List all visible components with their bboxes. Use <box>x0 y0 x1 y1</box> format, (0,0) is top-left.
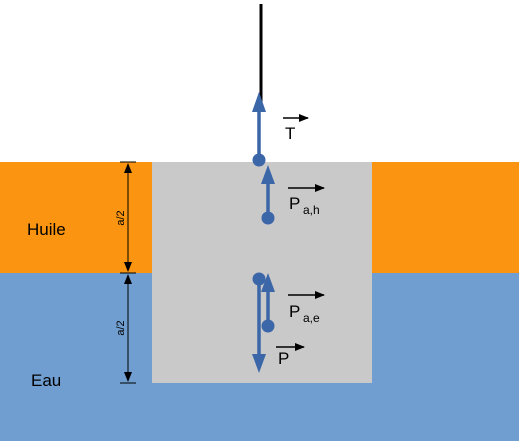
upper-dimension-label: a/2 <box>115 210 127 225</box>
svg-text:P: P <box>289 194 300 213</box>
oil-buoyancy-vector <box>261 165 275 225</box>
tension-label: T <box>283 114 309 143</box>
weight-vector <box>252 272 266 373</box>
upper-dimension: a/2 <box>115 161 136 274</box>
svg-text:T: T <box>285 124 295 143</box>
svg-text:P: P <box>289 302 300 321</box>
weight-label: P <box>276 343 305 368</box>
oil-buoyancy-label: P a,h <box>288 184 325 217</box>
lower-dimension-label: a/2 <box>115 320 127 335</box>
svg-text:a,h: a,h <box>303 203 320 217</box>
oil-label: Huile <box>27 220 66 239</box>
svg-text:P: P <box>278 349 289 368</box>
lower-dimension: a/2 <box>115 274 136 384</box>
water-buoyancy-label: P a,e <box>288 291 325 325</box>
submerged-block <box>152 162 372 383</box>
water-label: Eau <box>31 371 61 390</box>
tension-vector <box>252 92 266 167</box>
svg-text:a,e: a,e <box>303 311 320 325</box>
water-buoyancy-vector <box>261 273 275 333</box>
